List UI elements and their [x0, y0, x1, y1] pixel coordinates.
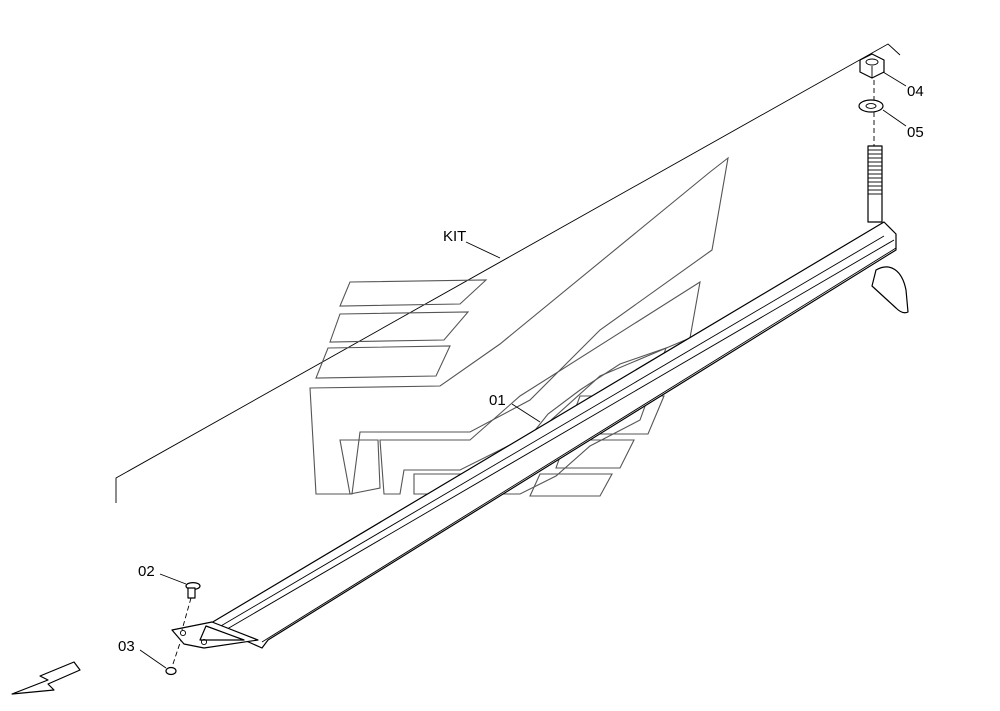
- nut-part-04: [859, 53, 885, 79]
- kit-boundary-frame: [115, 43, 901, 503]
- threaded-stud: [867, 80, 883, 223]
- callout-03: 03: [118, 638, 135, 655]
- callout-02: 02: [138, 563, 155, 580]
- washer-part-05: [858, 99, 884, 113]
- callout-leaders: [139, 71, 907, 669]
- screw-part-02: [181, 581, 201, 631]
- nut-part-03: [165, 639, 182, 676]
- callout-05: 05: [907, 124, 924, 141]
- direction-arrow-icon: [11, 661, 81, 695]
- callout-04: 04: [907, 83, 924, 100]
- callout-kit: KIT: [443, 228, 466, 245]
- callout-01: 01: [489, 392, 506, 409]
- rail-beam-part-01: [171, 221, 909, 649]
